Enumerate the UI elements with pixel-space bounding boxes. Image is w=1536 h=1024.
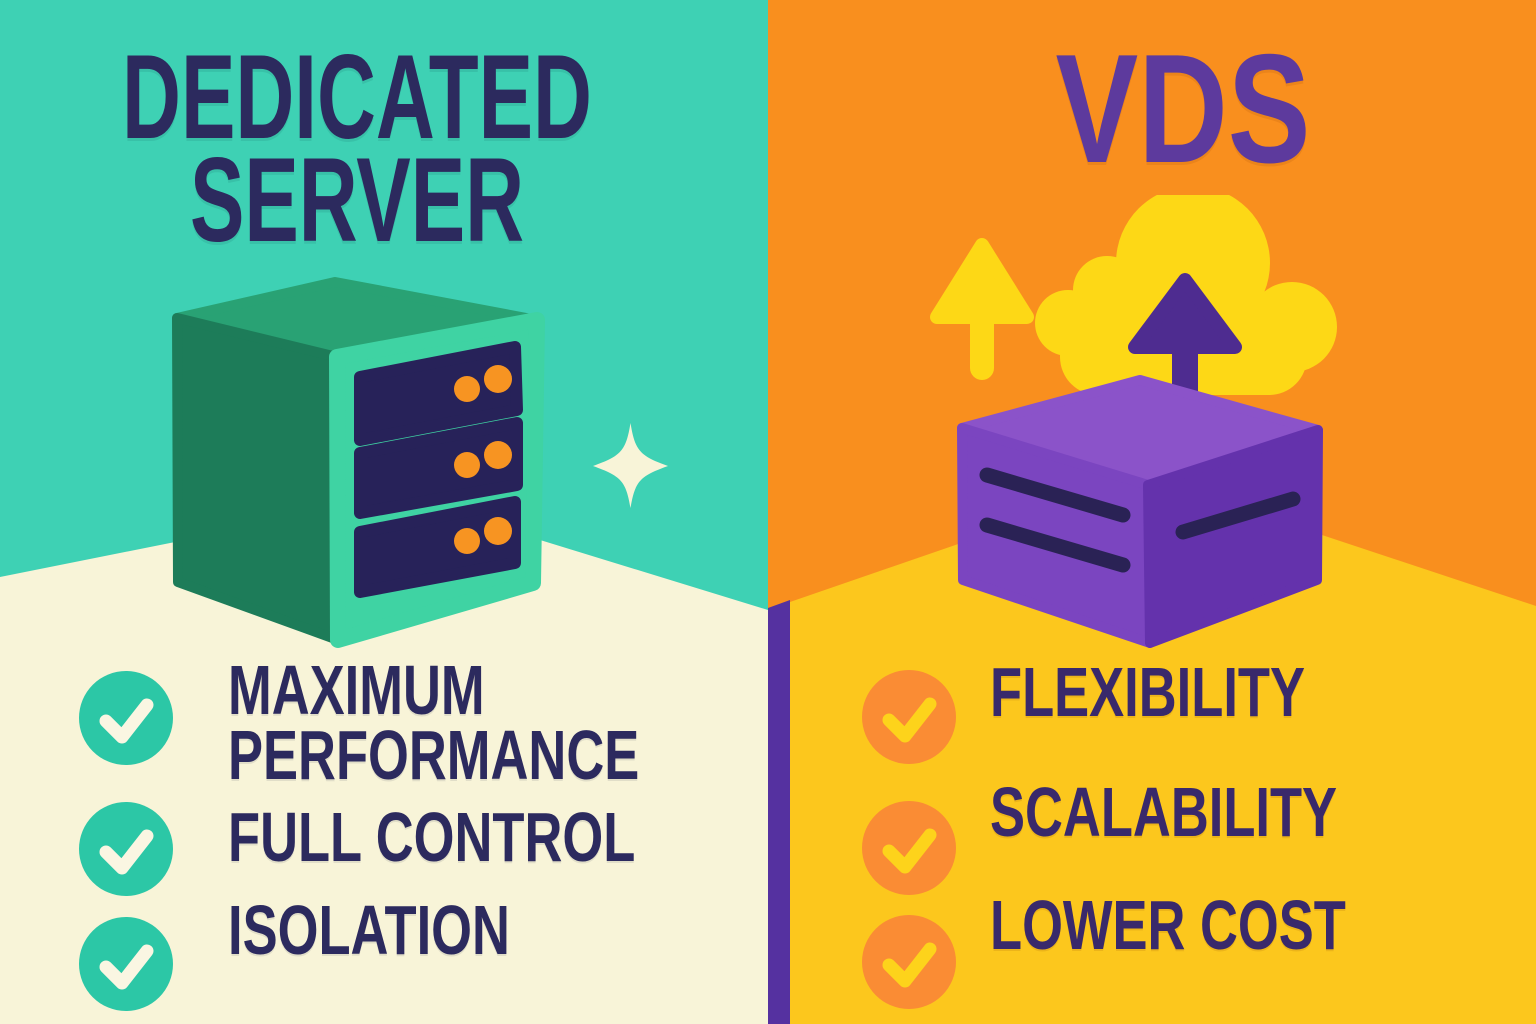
server-slot-3 — [354, 496, 521, 598]
sparkle-shape — [593, 423, 668, 508]
left-list-item-3: ISOLATION — [228, 891, 510, 969]
check-circle-icon — [79, 802, 173, 896]
sparkle-icon — [593, 423, 668, 508]
server-led — [484, 441, 512, 469]
box-vent-line — [979, 517, 1131, 573]
server-led — [484, 365, 512, 393]
right-panel-yellow-floor — [790, 478, 1536, 1024]
right-list-item-2: SCALABILITY — [990, 773, 1338, 851]
left-panel-title: DEDICATED SERVER — [0, 30, 714, 267]
dedicated-server-icon — [172, 277, 545, 648]
left-panel-cream-floor — [0, 497, 768, 1024]
server-led — [484, 517, 512, 545]
small-arrow-shaft — [970, 305, 994, 380]
box-right-face — [1143, 425, 1323, 648]
vds-server-box-icon — [957, 375, 1323, 648]
box-vent-line — [1175, 491, 1301, 540]
check-circle-icon — [79, 917, 173, 1011]
check-circle-icon — [862, 801, 956, 895]
check-circle-icon — [862, 915, 956, 1009]
server-led — [454, 452, 480, 478]
upload-arrow-head — [1128, 273, 1242, 354]
check-circle-icon — [79, 671, 173, 765]
right-list-item-3: LOWER COST — [990, 886, 1346, 964]
server-left-face — [172, 313, 343, 645]
up-arrow-icon — [930, 238, 1034, 380]
server-led — [454, 528, 480, 554]
right-title-text: VDS — [1055, 22, 1311, 195]
check-circle-icon — [862, 670, 956, 764]
divider-purple-strip — [768, 600, 790, 1024]
server-slot-2 — [354, 417, 523, 519]
box-vent-line — [979, 467, 1131, 523]
server-slot-1 — [354, 341, 523, 446]
cloud-shape — [1035, 195, 1337, 395]
left-title-line2: SERVER — [189, 133, 525, 267]
right-list-item-1: FLEXIBILITY — [990, 653, 1305, 731]
cloud-upload-icon — [930, 195, 1337, 503]
right-panel-title: VDS — [1016, 31, 1350, 186]
left-list-item-2: FULL CONTROL — [228, 798, 636, 876]
left-list-item-1: MAXIMUM PERFORMANCE — [228, 651, 640, 794]
server-led — [454, 376, 480, 402]
left-title-line1: DEDICATED — [122, 30, 592, 164]
